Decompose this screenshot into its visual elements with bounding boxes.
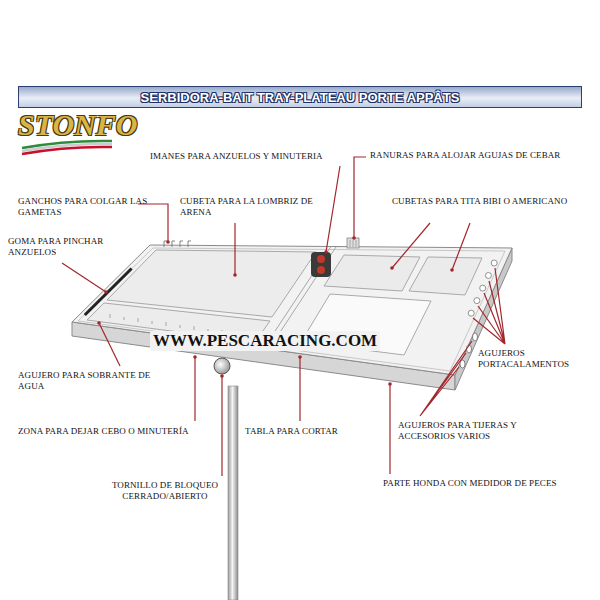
leader-line [62,263,106,292]
leader-dot [220,374,224,378]
lock-knob [214,358,230,374]
bait-bucket [324,255,420,291]
leader-line [299,357,300,421]
part-label: RANURAS PARA ALOJAR AGUJAS DE CEBAR [370,150,582,161]
leader-line [221,376,222,476]
hole [480,285,486,291]
part-label: AGUJEROS PORTACALAMENTOS [478,348,582,371]
leader-dot [450,268,454,272]
rubber-strip [85,269,132,316]
leader-dot [104,290,108,294]
leader-line [354,157,366,238]
leader-dot [352,236,356,240]
label-slot: AGUJEROS PARA TIJERAS Y ACCESORIOS VARIO… [398,420,530,443]
leader-line [234,223,235,275]
label-slot: TORNILLO DE BLOQUEO CERRADO/ABIERTO [95,480,235,503]
leader-dot [97,321,101,325]
leader-line [452,223,470,270]
label-slot: ZONA PARA DEJAR CEBO O MINUTERÍA [18,426,208,437]
leader-line [420,341,472,416]
leader-dots [97,236,454,386]
hole [473,333,478,341]
tool-holes [460,333,478,368]
flag-red [22,147,112,154]
tray-top [72,245,512,375]
hole [491,260,497,266]
hooks [164,241,191,247]
label-slot: CUBETAS PARA TITA BIBI O AMERICANO [392,196,582,207]
part-label: AGUJEROS PARA TIJERAS Y ACCESORIOS VARIO… [398,420,530,443]
leader-line [473,268,505,344]
part-label: AGUJERO PARA SOBRANTE DE AGUA [18,370,158,393]
leader-line [326,166,340,252]
tray-rim [78,248,505,371]
label-slot: RANURAS PARA ALOJAR AGUJAS DE CEBAR [370,150,582,161]
needle-slots [350,240,356,247]
title-band: SERBIDORA-BAIT TRAY-PLATEAU PORTE APPÂTS [18,86,582,108]
label-slot: STONFO [18,108,137,141]
leader-line [138,204,168,242]
label-slot: GOMA PARA PINCHAR ANZUELOS [8,236,128,259]
leader-dot [324,250,328,254]
part-label: PARTE HONDA CON MEDIDOR DE PECES [383,478,583,489]
label-slot: GANCHOS PARA COLGAR LAS GAMETAS [18,196,158,219]
leader-dot [298,355,302,359]
leader-dot [193,355,197,359]
leader-dot [390,266,394,270]
leader-line [99,323,120,366]
magnet-block [311,252,331,277]
part-label: IMANES PARA ANZUELOS Y MINUTERIA [150,151,360,162]
leader-dot [388,382,392,386]
label-slot: AGUJERO PARA SOBRANTE DE AGUA [18,370,158,393]
hole [474,298,480,304]
magnet [317,255,325,263]
needle-slots [347,238,359,248]
label-slot: CUBETA PARA LA LOMBRIZ DE ARENA [180,196,330,219]
label-slot: TABLA PARA CORTAR [245,426,365,437]
part-label: TABLA PARA CORTAR [245,426,365,437]
support-pole [228,386,238,600]
part-label: GANCHOS PARA COLGAR LAS GAMETAS [18,196,158,219]
title-text: SERBIDORA-BAIT TRAY-PLATEAU PORTE APPÂTS [141,90,460,105]
leader-dot [166,240,170,244]
label-slot: WWW.PESCARACING.COM [150,331,380,351]
part-label: CUBETAS PARA TITA BIBI O AMERICANO [392,196,582,207]
brand-logo: STONFO [18,108,137,141]
magnet [317,266,325,274]
label-slot: PARTE HONDA CON MEDIDOR DE PECES [383,478,583,489]
leader-line [194,357,195,421]
part-label: TORNILLO DE BLOQUEO CERRADO/ABIERTO [95,480,235,503]
hole [485,273,491,279]
part-label: GOMA PARA PINCHAR ANZUELOS [8,236,128,259]
bait-bucket [409,257,482,295]
leader-line [389,384,390,474]
leader-dot [233,273,237,277]
hole [468,310,474,316]
label-slot: AGUJEROS PORTACALAMENTOS [478,348,582,371]
part-label: CUBETA PARA LA LOMBRIZ DE ARENA [180,196,330,219]
label-slot: IMANES PARA ANZUELOS Y MINUTERIA [150,151,360,162]
watermark: WWW.PESCARACING.COM [150,331,380,351]
leader-line [392,223,430,268]
part-label: ZONA PARA DEJAR CEBO O MINUTERÍA [18,426,208,437]
rod-holes [468,260,497,316]
